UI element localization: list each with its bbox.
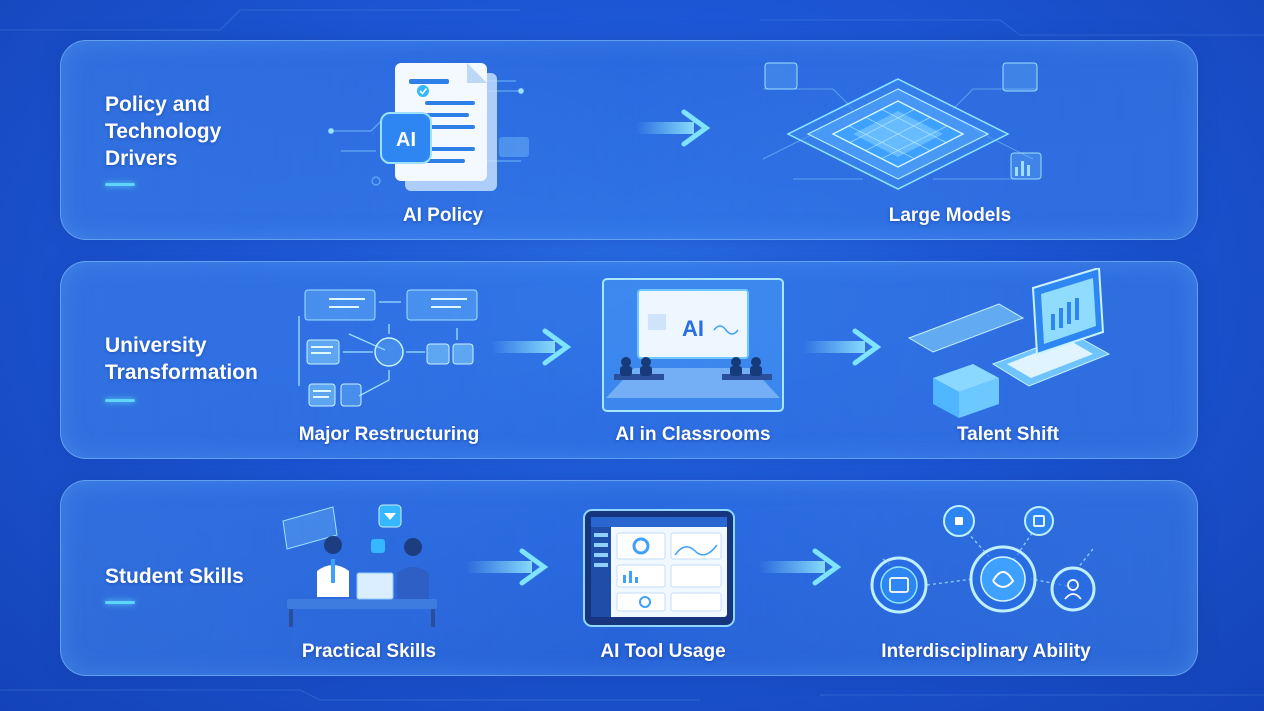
row-student-skills: Student Skills Practical Skills [60,480,1198,676]
row-title-line: Technology [105,120,222,143]
row-title: Student Skills [105,563,305,590]
classroom-icon: AI [602,278,784,412]
row-university-transformation: University Transformation Major Restruct… [60,261,1198,459]
row-underline [105,183,135,186]
network-nodes-icon [870,505,1096,614]
dashboard-tablet-icon [583,509,735,627]
row-underline [105,399,135,402]
collaboration-icon [282,504,437,627]
classroom-ai-badge: AI [682,316,704,341]
flow-arrow [491,328,572,366]
item-label-large-models: Large Models [888,205,1012,226]
policy-document-icon: AI [327,63,529,191]
row-title-line: Transformation [105,361,258,384]
row-title-line: Student Skills [105,565,244,588]
large-model-chip-icon [762,62,1042,190]
flow-arrow [466,548,549,586]
row-title: University Transformation [105,332,305,386]
row-title-line: Policy and [105,93,211,116]
item-label-ai-in-classrooms: AI in Classrooms [615,424,771,445]
flow-arrow [759,548,842,586]
row-title-line: Drivers [105,147,178,170]
flow-arrow [803,328,882,366]
flow-arrow [636,109,711,147]
laptop-icon [907,268,1111,418]
restructuring-flow-icon [298,289,478,407]
item-label-ai-policy: AI Policy [402,205,484,226]
item-label-ai-tool-usage: AI Tool Usage [600,641,726,662]
row-title-line: University [105,334,207,357]
item-label-talent-shift: Talent Shift [956,424,1060,445]
item-label-practical-skills: Practical Skills [301,641,437,662]
row-title: Policy and Technology Drivers [105,91,305,172]
row-underline [105,601,135,604]
row-policy-technology-drivers: Policy and Technology Drivers AI AI Poli… [60,40,1198,240]
item-label-interdisciplinary-ability: Interdisciplinary Ability [881,641,1091,662]
item-label-major-restructuring: Major Restructuring [298,424,480,445]
policy-ai-badge: AI [396,129,416,151]
